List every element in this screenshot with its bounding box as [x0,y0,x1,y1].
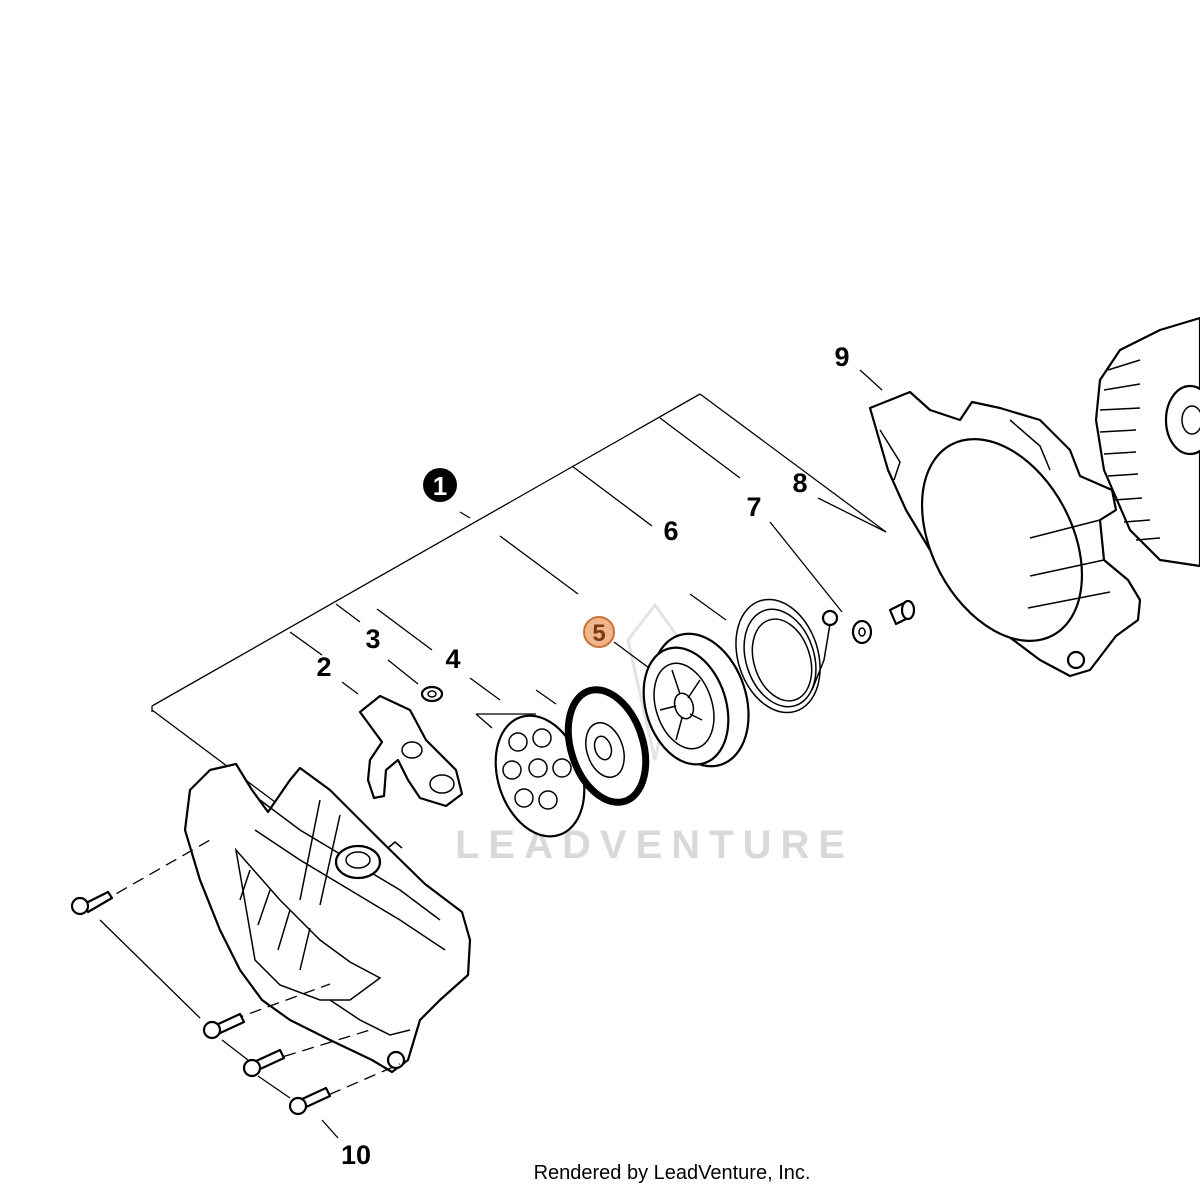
screw-4 [288,1086,332,1116]
recoil-spring [564,686,650,806]
callout-1-badge [423,468,457,502]
flywheel [1094,316,1200,568]
screw-1 [70,890,114,916]
callout-5-highlight [583,616,615,648]
callout-10: 10 [341,1140,371,1170]
callout-9: 9 [834,342,849,372]
callouts: 1 2 3 4 5 6 7 8 9 10 [316,342,849,1170]
callout-2: 2 [316,652,331,682]
screw-2 [202,1012,246,1040]
watermark-text: LEADVENTURE [455,823,854,867]
callout-6: 6 [663,516,678,546]
callout-5: 5 [592,620,605,647]
screw-3 [242,1048,286,1078]
starter-handle [358,694,464,808]
bolt-8 [888,599,916,626]
watermark: LEADVENTURE [455,602,854,867]
callout-4: 4 [445,644,460,674]
starter-pulley [642,632,750,768]
assembly-bracket [151,393,887,803]
washer-8 [851,619,873,645]
washer-3 [420,685,444,703]
callout-3: 3 [365,624,380,654]
footer-credit: Rendered by LeadVenture, Inc. [534,1162,811,1184]
callout-8: 8 [792,468,807,498]
screws [70,839,401,1116]
callout-7: 7 [746,492,761,522]
spring-plate [494,714,586,838]
fan-housing [868,390,1142,678]
starter-rope [735,598,839,714]
starter-cover [183,762,472,1074]
callout-1: 1 [433,471,447,501]
